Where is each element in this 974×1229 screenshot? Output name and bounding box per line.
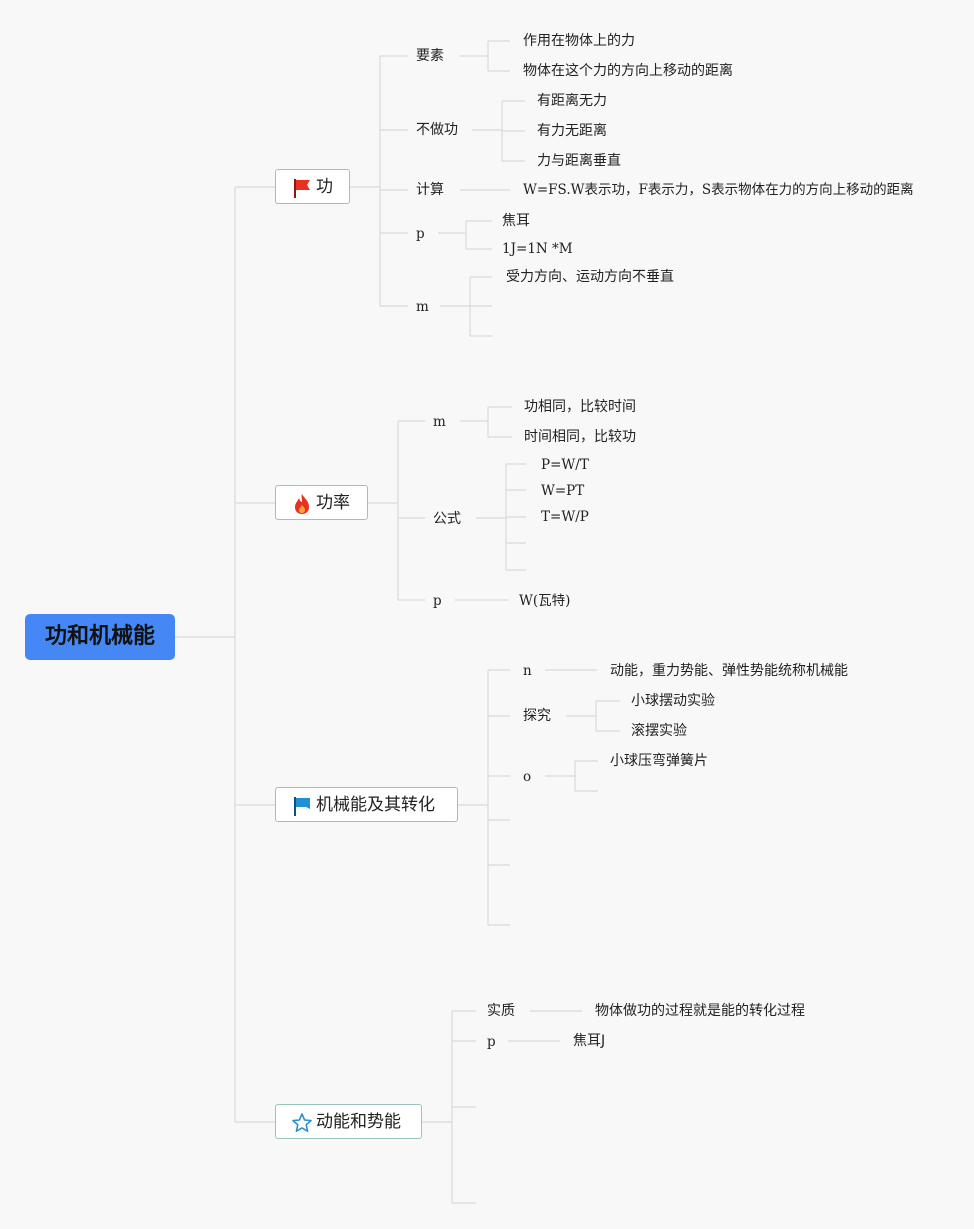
blue-flag-icon [294,797,310,816]
leaf-item[interactable]: 物体在这个力的方向上移动的距离 [523,63,733,79]
subtopic-calculation[interactable]: 计算 [416,182,444,198]
leaf-item[interactable]: T=W/P [541,509,589,525]
leaf-item[interactable]: W(瓦特) [519,593,571,609]
leaf-item[interactable]: W=FS.W表示功，F表示力，S表示物体在力的方向上移动的距离 [523,182,914,198]
subtopic-explore[interactable]: 探究 [523,708,551,724]
leaf-item[interactable]: 焦耳J [573,1033,606,1049]
leaf-item[interactable]: 滚摆实验 [631,723,687,739]
branch-topic-kinetic-potential[interactable]: 动能和势能 [275,1104,422,1139]
star-outline-icon [292,1113,312,1132]
leaf-item[interactable]: 有力无距离 [537,123,607,139]
leaf-item[interactable]: 时间相同，比较功 [524,429,636,445]
red-flag-icon [294,179,310,198]
leaf-item[interactable]: W=PT [541,483,585,499]
subtopic-m[interactable]: m [433,414,446,430]
branch-topic-mechanical-energy[interactable]: 机械能及其转化 [275,787,458,822]
subtopic-p[interactable]: p [433,593,442,609]
leaf-item[interactable]: 受力方向、运动方向不垂直 [506,269,674,285]
subtopic-p[interactable]: p [416,226,425,242]
leaf-item[interactable]: 作用在物体上的力 [523,33,635,49]
subtopic-n[interactable]: n [523,663,532,679]
subtopic-no-work[interactable]: 不做功 [416,122,458,138]
leaf-item[interactable]: 物体做功的过程就是能的转化过程 [595,1003,805,1019]
fire-icon [295,494,309,514]
leaf-item[interactable]: 动能，重力势能、弹性势能统称机械能 [610,663,848,679]
leaf-item[interactable]: 功相同，比较时间 [524,399,636,415]
branch-topic-power[interactable]: 功率 [275,485,368,520]
leaf-item[interactable]: 1J=1N *M [502,241,573,257]
subtopic-elements[interactable]: 要素 [416,48,444,64]
leaf-item[interactable]: 焦耳 [502,213,530,229]
leaf-item[interactable]: 小球摆动实验 [631,693,715,709]
branch-topic-work[interactable]: 功 [275,169,350,204]
branch-label: 机械能及其转化 [316,795,435,815]
subtopic-m[interactable]: m [416,299,429,315]
leaf-item[interactable]: 力与距离垂直 [537,153,621,169]
subtopic-formula[interactable]: 公式 [433,511,461,527]
subtopic-p[interactable]: p [487,1034,496,1050]
leaf-item[interactable]: 有距离无力 [537,93,607,109]
subtopic-essence[interactable]: 实质 [487,1003,515,1019]
leaf-item[interactable]: 小球压弯弹簧片 [610,753,708,769]
subtopic-o[interactable]: o [523,769,532,785]
branch-label: 动能和势能 [316,1112,401,1132]
root-topic[interactable]: 功和机械能 [25,614,175,660]
leaf-item[interactable]: P=W/T [541,457,589,473]
branch-label: 功率 [316,493,350,513]
branch-label: 功 [316,177,333,197]
